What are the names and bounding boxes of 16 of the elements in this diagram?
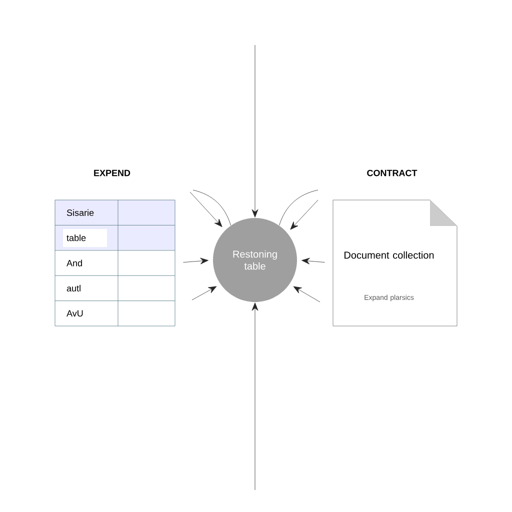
arc-line [192, 190, 231, 226]
column-heading: CONTRACT [367, 170, 418, 176]
arrow [252, 302, 258, 490]
cell-text: autl [66, 284, 80, 292]
arrow [192, 286, 217, 300]
arrow [182, 258, 208, 264]
cell-text: AvU [66, 310, 83, 317]
arrow [190, 192, 222, 228]
column-heading: EXPEND [94, 170, 130, 176]
arrow [302, 258, 326, 264]
arrow [290, 200, 318, 230]
cell-text: And [66, 260, 82, 266]
document-title: Document collection [344, 251, 434, 259]
arrow [252, 44, 258, 218]
arrow [293, 286, 320, 302]
arc-line [279, 190, 318, 226]
